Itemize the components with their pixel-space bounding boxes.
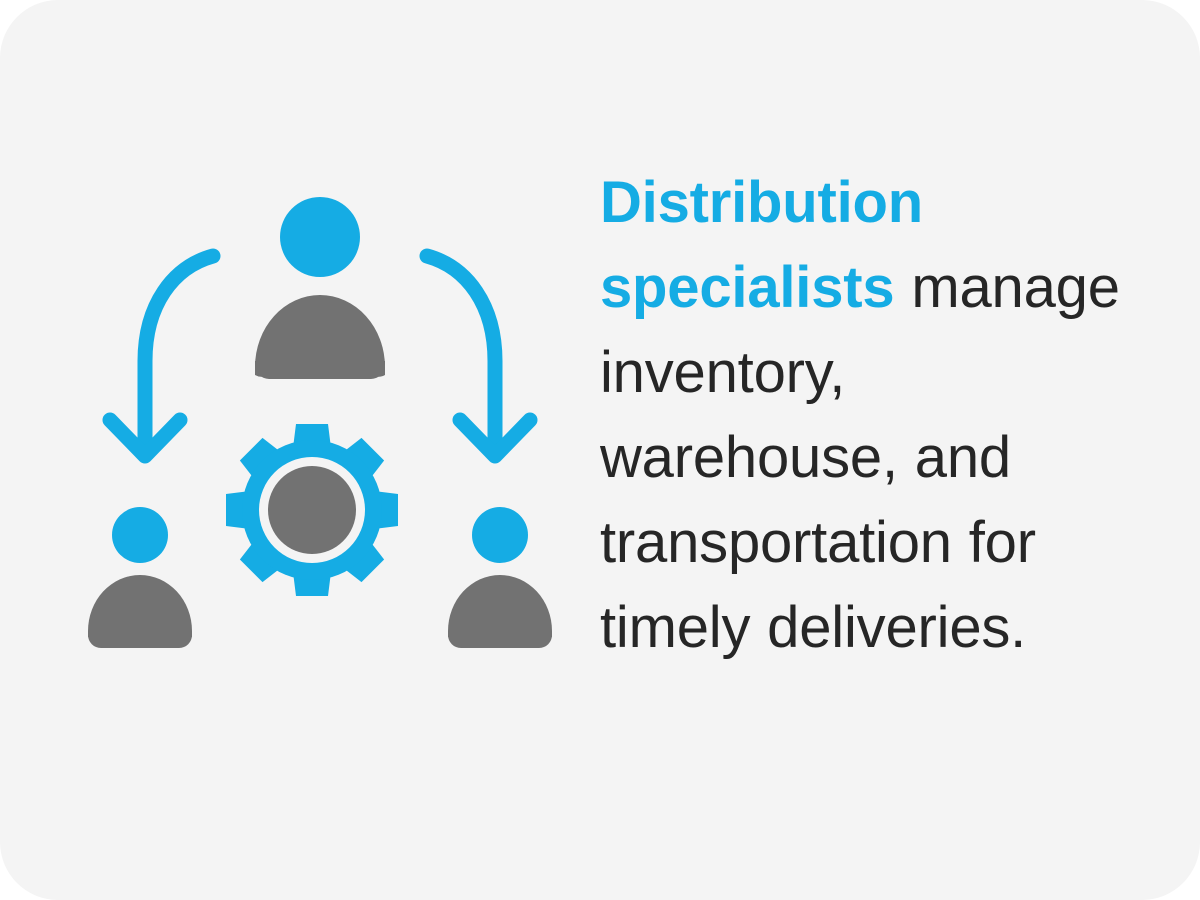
arrow-shaft <box>419 248 503 455</box>
headline-emphasis: Distribution specialists <box>600 170 924 320</box>
person-head <box>280 197 360 277</box>
gear-hub <box>268 466 356 554</box>
arrow-head <box>102 412 188 464</box>
person-icon-staff-left <box>88 507 192 648</box>
arrow-head <box>452 412 538 464</box>
curved-arrow-down-left-icon <box>102 248 221 464</box>
person-icon-manager <box>255 197 385 379</box>
person-body <box>255 295 385 377</box>
person-head <box>472 507 528 563</box>
text-block: Distribution specialists manage inventor… <box>600 160 1120 670</box>
person-body-dome <box>88 575 192 637</box>
person-body-base <box>255 361 385 379</box>
curved-arrow-down-right-icon <box>419 248 538 464</box>
person-body-dome <box>448 575 552 637</box>
arrow-shaft <box>137 248 221 455</box>
person-head <box>112 507 168 563</box>
team-hierarchy-illustration <box>60 175 580 675</box>
gear-icon <box>226 424 398 596</box>
description-paragraph: Distribution specialists manage inventor… <box>600 160 1120 670</box>
description-body: manage inventory, warehouse, and transpo… <box>600 255 1120 660</box>
person-icon-staff-right <box>448 507 552 648</box>
